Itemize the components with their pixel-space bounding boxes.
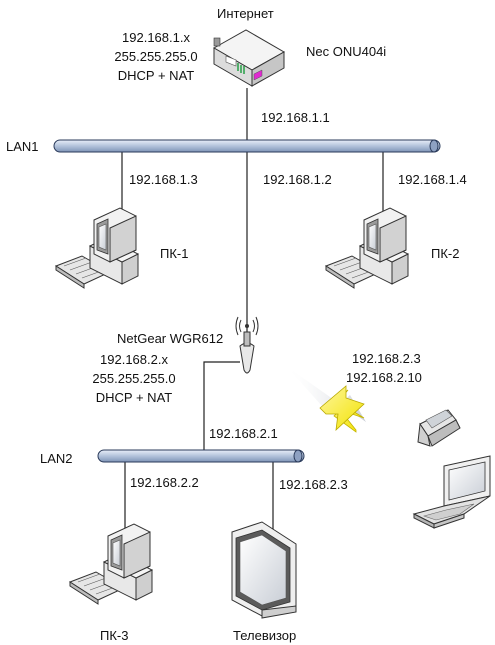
internet-label: Интернет: [217, 6, 274, 21]
router-subnet: 192.168.2.x: [100, 352, 168, 367]
modem-subnet: 192.168.1.x: [122, 30, 190, 45]
connection-lines: [121, 88, 384, 530]
lan2-bus: [97, 449, 305, 463]
router-wan-ip: 192.168.1.2: [263, 172, 332, 187]
tv-icon: [231, 521, 297, 619]
wireless-ip-1: 192.168.2.3: [352, 351, 421, 366]
tv-ip: 192.168.2.3: [279, 477, 348, 492]
modem-name: Nec ONU404i: [306, 44, 387, 59]
modem-netmask: 255.255.255.0: [114, 49, 198, 64]
wireless-router-icon: [235, 316, 259, 374]
modem-icon: [212, 29, 286, 87]
lan1-bus: [53, 139, 441, 153]
pc-1-icon: [55, 207, 139, 289]
pc2-ip: 192.168.1.4: [398, 172, 467, 187]
laptop-icon: [413, 455, 491, 529]
wireless-link-icon: [286, 366, 366, 433]
phone-icon: [417, 409, 461, 447]
pc1-ip: 192.168.1.3: [129, 172, 198, 187]
lan1-label: LAN1: [6, 139, 39, 154]
pc3-ip: 192.168.2.2: [130, 475, 199, 490]
pc-2-icon: [325, 207, 409, 289]
wireless-ip-2: 192.168.2.10: [346, 370, 422, 385]
lan2-label: LAN2: [40, 451, 73, 466]
pc2-label: ПК-2: [431, 246, 460, 261]
tv-label: Телевизор: [233, 628, 297, 643]
modem-mode: DHCP + NAT: [117, 68, 195, 83]
router-mode: DHCP + NAT: [95, 390, 173, 405]
modem-ip: 192.168.1.1: [261, 110, 330, 125]
router-netmask: 255.255.255.0: [92, 371, 176, 386]
pc-3-icon: [69, 523, 153, 605]
router-lan-ip: 192.168.2.1: [209, 426, 278, 441]
router-name: NetGear WGR612: [117, 331, 224, 346]
pc3-label: ПК-3: [100, 628, 129, 643]
pc1-label: ПК-1: [160, 246, 189, 261]
